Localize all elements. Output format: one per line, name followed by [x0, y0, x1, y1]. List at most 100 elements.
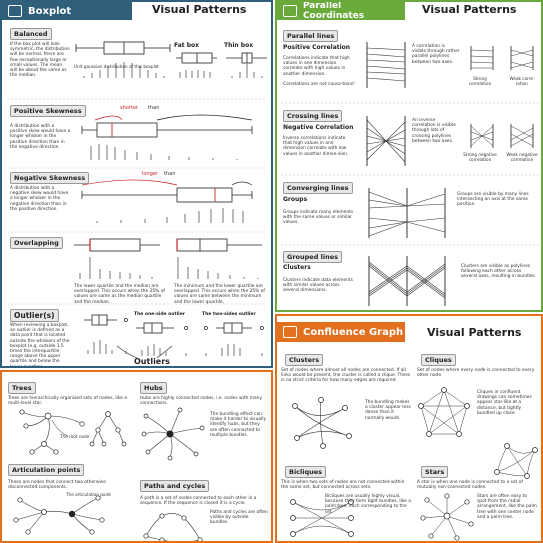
divider-2: [7, 167, 267, 169]
grouped-lines-annotation: Clusters are visible as polylines follow…: [461, 264, 537, 280]
clusters-section-text: Set of nodes where almost all nodes are …: [281, 368, 411, 384]
positive-skewness-text: A distribution with a positive skew woul…: [10, 124, 71, 150]
clusters-graph: [292, 397, 352, 449]
stars-graph: [420, 493, 474, 541]
hubs-graph: [141, 407, 205, 461]
balanced-caption: Unit gaussian distribution of this boxpl…: [74, 64, 159, 69]
outliers-word: Outliers: [134, 357, 170, 366]
overlapping-label: Overlapping: [10, 237, 63, 249]
converging-lines-label: Converging lines: [283, 182, 353, 194]
positive-skew-boxplot: [81, 114, 253, 160]
parallel-header: Parallel Coordinates: [277, 1, 405, 21]
groups-label: Groups: [283, 196, 308, 203]
correlation-strength-plots: [470, 46, 534, 70]
parallel-title: Parallel Coordinates: [302, 1, 365, 21]
groups-text: Groups indicate many elements with the s…: [283, 210, 354, 226]
balanced-text: If the box plot will look symmetric, the…: [10, 42, 70, 79]
two-sides-outlier-label: The two-sides outlier: [202, 312, 256, 317]
parallel-visual-patterns: Visual Patterns: [422, 3, 517, 16]
hubs-text: Hubs are highly connected nodes, i.e. no…: [140, 396, 263, 407]
confluence-visual-patterns: Visual Patterns: [427, 326, 522, 339]
grouped-lines-label: Grouped lines: [283, 251, 342, 263]
clusters-section-annotation: The bundling makes a cluster appear less…: [365, 400, 411, 421]
boxplot-title: Boxplot: [28, 5, 72, 17]
crossing-lines-annotation: An inverse correlation is visible throug…: [412, 118, 456, 144]
cliques-annotation: Cliques in confluent drawings can someti…: [477, 390, 532, 416]
overlap-minimum-plot: [176, 238, 262, 279]
articulation-graph: [13, 495, 105, 535]
positive-correlation-label: Positive Correlation: [283, 44, 351, 51]
articulation-point-annotation: The articulation point: [66, 492, 111, 497]
positive-skewness-label: Positive Skewness: [10, 105, 86, 117]
negative-skewness-label: Negative Skewness: [10, 172, 90, 184]
paths-cycles-annotation: Paths and cycles are often visible by ou…: [210, 510, 268, 526]
confluence-graph-panel: Confluence Graph Visual Patterns Cluster…: [275, 314, 543, 543]
shorter-annotation: shorter: [120, 105, 138, 111]
negative-skewness-text: A distribution with a negative skew woul…: [10, 186, 69, 212]
par-divider-2: [281, 174, 541, 176]
boxplot-icon: [8, 5, 22, 17]
two-sides-outlier-plot: [204, 322, 264, 356]
overlap-median-text: The lower quartile and the median are ov…: [74, 284, 165, 305]
paths-cycles-graph: [143, 513, 203, 541]
overlap-median-plot: [74, 238, 160, 279]
weak-correlation-label: Weak corre-lation: [509, 76, 535, 86]
clusters-section-label: Clusters: [285, 354, 324, 366]
thin-box-label: Thin box: [224, 42, 254, 49]
negative-strength-plots: [470, 124, 534, 148]
thin-box-plot: [226, 52, 267, 78]
positive-correlation-text: Correlations indicate that high values i…: [283, 56, 350, 77]
balanced-label: Balanced: [10, 28, 52, 40]
confluence-icon: [283, 326, 297, 338]
cliques-label: Cliques: [421, 354, 456, 366]
strong-correlation-label: Strong correlation: [468, 76, 492, 86]
confluence-title: Confluence Graph: [303, 326, 404, 338]
boxplot-header: Boxplot: [2, 2, 132, 20]
fat-box-plot: [176, 52, 217, 78]
articulation-points-label: Articulation points: [8, 464, 85, 476]
one-side-outlier-label: The one-side outlier: [134, 312, 185, 317]
bicliques-text: This is when two sets of nodes are not c…: [281, 480, 405, 491]
overlap-minimum-text: The minimum and the lower quartile are o…: [174, 284, 265, 305]
articulation-points-text: These are nodes that connect two otherwi…: [8, 480, 106, 491]
weak-negative-label: Weak negative correlation: [506, 152, 538, 162]
graph-patterns-panel: Trees Trees are hierarchically organized…: [0, 370, 273, 543]
clusters-label: Clusters: [283, 264, 311, 271]
parallel-lines-annotation: A correlation is visible through rather …: [412, 44, 460, 65]
fat-box-label: Fat box: [174, 42, 200, 49]
bicliques-annotation: Bicliques are usually highly visual, bec…: [325, 494, 411, 515]
converging-lines-plot: [368, 188, 446, 238]
paths-cycles-text: A path is a set of nodes connected to ea…: [140, 496, 257, 507]
outlier-arrows: [116, 345, 173, 359]
one-side-outlier-plot: [136, 322, 188, 356]
stars-text: A star is when one node is connected to …: [417, 480, 523, 491]
negative-correlation-text: Inverse correlations indicate that high …: [283, 136, 349, 157]
hubs-annotation: The bundling effect can make it harder t…: [210, 412, 267, 438]
trees-label: Trees: [8, 382, 36, 394]
divider-3: [7, 231, 267, 233]
cliques-graph: [418, 387, 470, 437]
stars-annotation: Stars are often easy to spot from the ra…: [477, 494, 537, 520]
negative-correlation-label: Negative Correlation: [283, 124, 354, 131]
paths-cycles-label: Paths and cycles: [140, 480, 210, 492]
parallel-lines-plot: [366, 42, 406, 88]
outliers-label: Outlier(s): [10, 309, 59, 322]
divider-1: [7, 98, 267, 100]
par-divider-1: [281, 102, 541, 104]
cliques-text: Set of nodes where every node is connect…: [417, 368, 535, 379]
crossing-lines-plot: [366, 116, 406, 166]
negative-skew-boxplot: [81, 179, 253, 223]
balanced-boxplot: [75, 41, 171, 78]
trees-graph: [19, 409, 127, 455]
confluence-header: Confluence Graph: [277, 322, 405, 342]
trees-text: Trees are hierarchically organized sets …: [8, 396, 127, 407]
strong-negative-label: Strong negative correlation: [463, 152, 497, 162]
crossing-lines-label: Crossing lines: [283, 110, 343, 122]
cliques-bundled-graph: [494, 443, 538, 479]
root-node-annotation: The root node: [60, 434, 90, 439]
longer-annotation: longer: [142, 171, 158, 177]
boxplot-panel: Boxplot Visual Patterns Balanced If the …: [0, 0, 273, 368]
stars-label: Stars: [421, 466, 449, 478]
outlier-source-plot: [84, 314, 128, 354]
parallel-icon: [283, 5, 297, 17]
